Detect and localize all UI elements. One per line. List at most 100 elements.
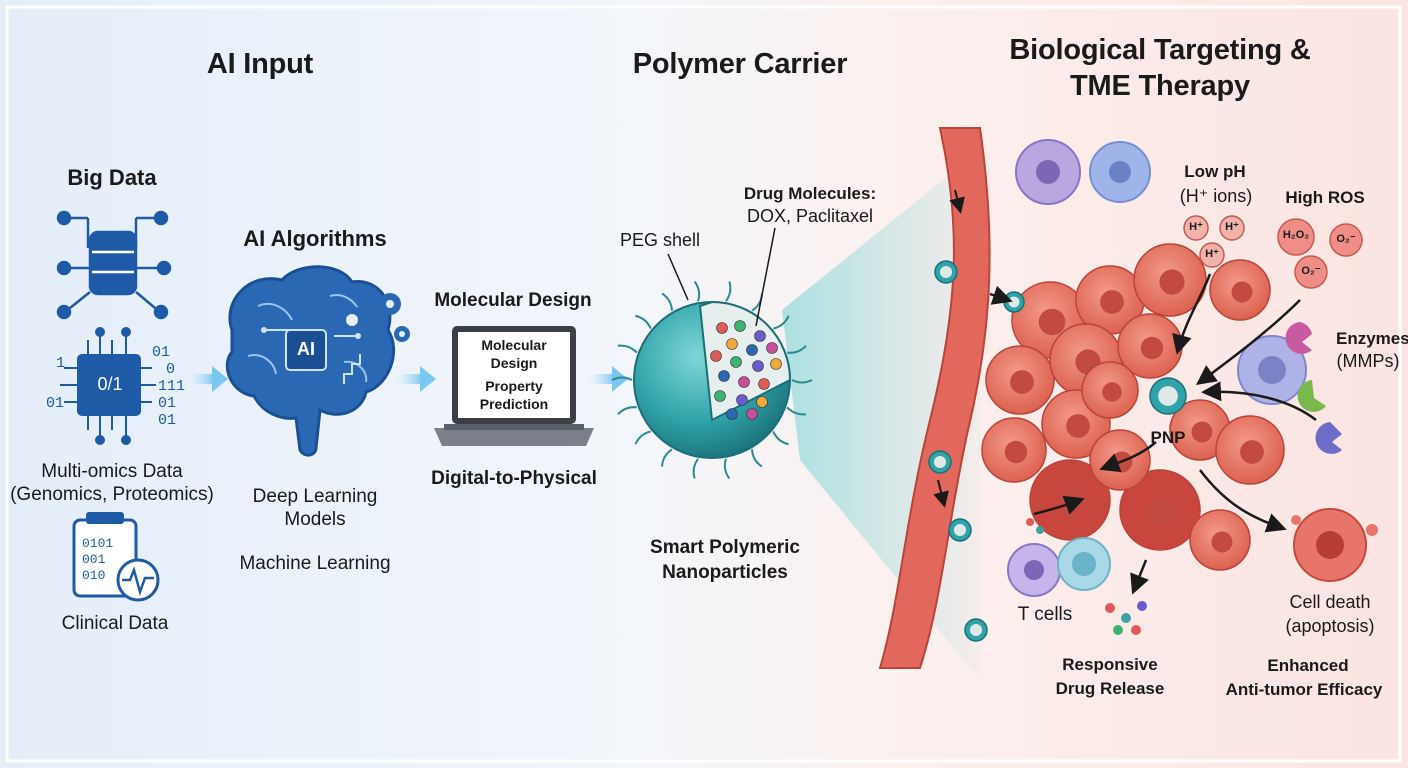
drug-molecule [752, 360, 764, 372]
responsive-release-line1: Responsive [1062, 655, 1158, 674]
binary-right-2: 0 [166, 361, 176, 378]
pnp-particles [928, 260, 1187, 642]
peg-chain [693, 280, 701, 302]
multiomics-label-line1: Multi-omics Data [41, 461, 183, 482]
peg-pointer [667, 253, 689, 301]
screen-line3: Property [485, 378, 543, 394]
screen-line2: Design [490, 355, 538, 371]
peg-chain [725, 281, 732, 302]
ai-algorithms-label: AI Algorithms [243, 226, 387, 251]
released-drug-dots [1026, 518, 1147, 635]
brain-chip-label: AI [297, 339, 315, 359]
peg-chain [692, 458, 699, 479]
t-cells-label: T cells [1017, 604, 1073, 625]
laptop-icon [434, 326, 594, 446]
ros-badge-3: O₂⁻ [1301, 265, 1321, 277]
machine-learning-label: Machine Learning [239, 553, 391, 574]
drug-molecule [746, 344, 758, 356]
flow-arrow-ai-to-design [396, 366, 436, 392]
peg-chain [751, 449, 763, 468]
peg-chain [772, 430, 789, 446]
smart-np-line2: Nanoparticles [662, 562, 788, 583]
section-title-bio-line2: TME Therapy [1070, 70, 1250, 102]
tumor-nucleus [1191, 421, 1213, 443]
tumor-nucleus [1159, 269, 1185, 295]
clinical-data-label: Clinical Data [61, 613, 169, 634]
drug-molecules-title: Drug Molecules: [743, 184, 877, 203]
ros-badge-1: H₂O₂ [1282, 229, 1310, 241]
binary-right-1: 01 [152, 344, 171, 361]
peg-chain [773, 315, 790, 330]
section-title-bio-line1: Biological Targeting & [1009, 34, 1311, 66]
flow-arrow-vessel [949, 189, 965, 214]
drug-molecule [766, 342, 778, 354]
drug-molecule [726, 338, 738, 350]
peg-chain [617, 344, 638, 354]
drug-molecule [710, 350, 722, 362]
peg-chain [617, 406, 637, 415]
pnp-core [953, 523, 967, 537]
ros-badges [1277, 218, 1363, 289]
cell-death-line1: Cell death [1289, 592, 1371, 612]
drug-molecules-names: DOX, Paclitaxel [746, 206, 874, 226]
enhanced-efficacy-line2: Anti-tumor Efficacy [1225, 680, 1383, 699]
peg-chain-icons [611, 280, 813, 480]
gear-icon [338, 293, 410, 342]
drug-molecule-dots [710, 320, 782, 420]
drug-molecule [718, 370, 730, 382]
enzymes-label: Enzymes [1336, 329, 1408, 348]
frame [5, 5, 1402, 763]
deep-learning-line1: Deep Learning [252, 486, 378, 507]
clinical-document-icon [72, 512, 160, 602]
doc-binary-1: 0101 [82, 536, 114, 551]
h-ions-label: (H⁺ ions) [1179, 186, 1253, 206]
peg-chain [791, 379, 813, 384]
enhanced-efficacy-line1: Enhanced [1267, 656, 1349, 675]
tumor-nucleus [1010, 370, 1034, 394]
low-ph-label: Low pH [1184, 162, 1246, 181]
tumor-nucleus [1140, 336, 1164, 360]
drug-molecule [770, 358, 782, 370]
drug-molecule [746, 408, 758, 420]
pnp-core [969, 623, 983, 637]
flow-arrow-vessel-2 [933, 479, 949, 508]
drug-molecule [714, 390, 726, 402]
doc-binary-3: 010 [82, 568, 106, 583]
tumor-nucleus [1066, 414, 1090, 438]
deep-learning-line2: Models [284, 509, 346, 530]
peg-chain [635, 314, 652, 330]
drug-molecule [726, 408, 738, 420]
tumor-nucleus [1231, 281, 1253, 303]
digital-to-physical-label: Digital-to-Physical [431, 468, 597, 489]
pnp-core [1158, 386, 1178, 406]
flow-arrow-data-to-ai [188, 366, 228, 392]
chip-icon [60, 327, 156, 445]
drug-molecule [716, 322, 728, 334]
drug-molecule [738, 376, 750, 388]
binary-left-2: 1 [56, 355, 66, 372]
tumor-nucleus [1100, 290, 1124, 314]
drug-molecule [734, 320, 746, 332]
blood-vessel [878, 127, 991, 669]
peg-chain [661, 448, 673, 467]
peg-chain [787, 345, 807, 354]
flow-arrow-design-to-np [588, 366, 628, 392]
drug-molecule [756, 396, 768, 408]
tumor-nucleus [1240, 440, 1264, 464]
pnp-core [939, 265, 953, 279]
mmps-label: (MMPs) [1336, 351, 1400, 371]
tumor-nucleus [1102, 382, 1122, 402]
peg-chain [634, 430, 651, 445]
pnp-label: PNP [1150, 428, 1186, 447]
drug-molecule [758, 378, 770, 390]
database-icon [56, 210, 172, 320]
drug-molecule [736, 394, 748, 406]
smart-np-line1: Smart Polymeric [650, 537, 800, 558]
multiomics-label-line2: (Genomics, Proteomics) [10, 484, 214, 505]
pnp-core [933, 455, 947, 469]
screen-line1: Molecular [481, 337, 547, 353]
tumor-cells [981, 243, 1285, 571]
peg-chain [723, 458, 731, 480]
